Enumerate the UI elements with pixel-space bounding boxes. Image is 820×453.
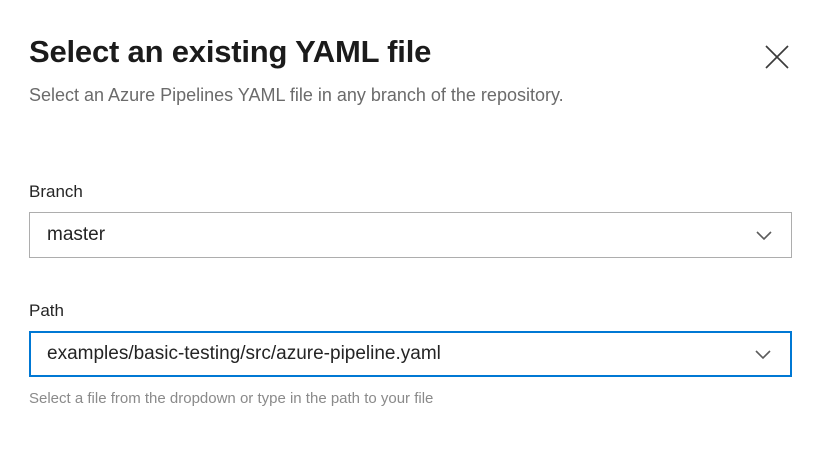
chevron-down-icon[interactable] — [750, 341, 776, 367]
path-selected-value: examples/basic-testing/src/azure-pipelin… — [47, 343, 441, 364]
path-dropdown[interactable]: examples/basic-testing/src/azure-pipelin… — [29, 331, 792, 377]
chevron-down-icon[interactable] — [751, 222, 777, 248]
branch-label: Branch — [29, 182, 83, 201]
close-button[interactable] — [754, 34, 800, 80]
branch-dropdown[interactable]: master — [29, 212, 792, 258]
path-field-group: Path examples/basic-testing/src/azure-pi… — [29, 300, 792, 409]
close-icon — [762, 42, 792, 72]
branch-field-group: Branch master — [29, 181, 792, 258]
dialog-description: Select an Azure Pipelines YAML file in a… — [29, 85, 564, 105]
path-label: Path — [29, 301, 64, 320]
branch-selected-value: master — [47, 224, 106, 245]
page-title: Select an existing YAML file — [29, 34, 432, 69]
path-helper-text: Select a file from the dropdown or type … — [29, 390, 434, 407]
